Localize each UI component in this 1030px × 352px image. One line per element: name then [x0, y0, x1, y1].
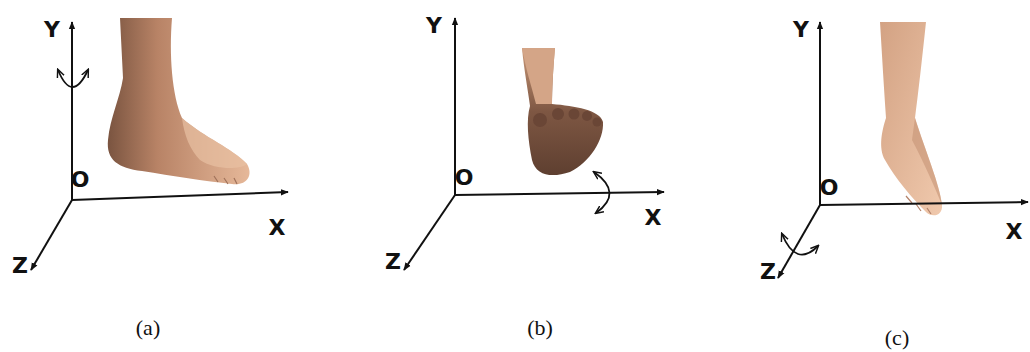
panel-caption: (b): [527, 317, 553, 339]
axis-label: Z: [12, 255, 28, 277]
axis-label: O: [71, 169, 90, 191]
panel-caption: (c): [885, 327, 909, 349]
foot-angled-view: [880, 22, 942, 215]
axis-label: O: [455, 167, 474, 189]
axis-label: X: [1006, 221, 1023, 243]
axis-label: X: [645, 207, 662, 229]
foot-side-view: [108, 18, 250, 184]
axis-lines: [31, 18, 1028, 278]
axis-label: O: [820, 177, 839, 199]
rotation-arrows: [58, 70, 818, 255]
foot-front-view: [522, 48, 603, 175]
axis-label: Y: [44, 19, 60, 41]
axis-label: Z: [385, 251, 401, 273]
axis-label: Y: [426, 15, 442, 37]
axis-label: Z: [760, 261, 776, 283]
axis-label: X: [269, 217, 286, 239]
axis-label: Y: [793, 19, 809, 41]
panel-caption: (a): [136, 317, 160, 339]
